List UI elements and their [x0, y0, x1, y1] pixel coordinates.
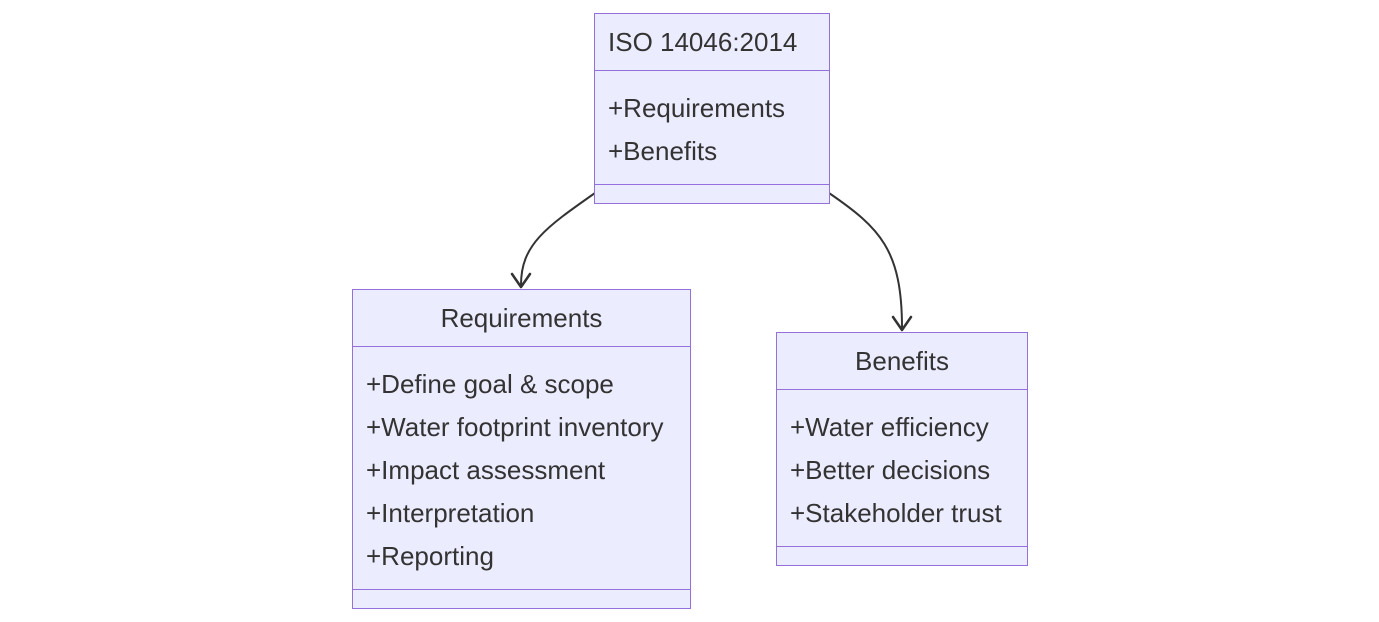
class-members: +Water efficiency +Better decisions +Sta… [777, 390, 1027, 547]
class-member: +Stakeholder trust [790, 498, 1002, 528]
class-box-requirements[interactable]: Requirements +Define goal & scope +Water… [352, 289, 691, 609]
class-member: +Impact assessment [366, 455, 606, 485]
class-member: +Define goal & scope [366, 369, 614, 399]
arrowhead-benefits [891, 315, 913, 332]
edge-iso-to-benefits [828, 192, 903, 329]
class-member: +Requirements [608, 93, 786, 123]
class-member: +Interpretation [366, 498, 535, 528]
class-member: +Water footprint inventory [366, 412, 664, 442]
class-box-benefits[interactable]: Benefits +Water efficiency +Better decis… [776, 332, 1028, 566]
class-title: Benefits [777, 333, 1027, 390]
class-member: +Water efficiency [790, 412, 989, 442]
class-member: +Reporting [366, 541, 494, 571]
class-methods [777, 547, 1027, 566]
class-member: +Better decisions [790, 455, 991, 485]
class-members: +Define goal & scope +Water footprint in… [353, 347, 690, 590]
class-methods [353, 590, 690, 609]
class-member: +Benefits [608, 136, 718, 166]
class-methods [595, 185, 829, 204]
class-title: Requirements [353, 290, 690, 347]
class-members: +Requirements +Benefits [595, 71, 829, 185]
edge-iso-to-requirements [520, 192, 596, 286]
class-title: ISO 14046:2014 [595, 14, 829, 71]
arrowhead-requirements [510, 272, 532, 289]
class-box-iso-14046[interactable]: ISO 14046:2014 +Requirements +Benefits [594, 13, 830, 204]
